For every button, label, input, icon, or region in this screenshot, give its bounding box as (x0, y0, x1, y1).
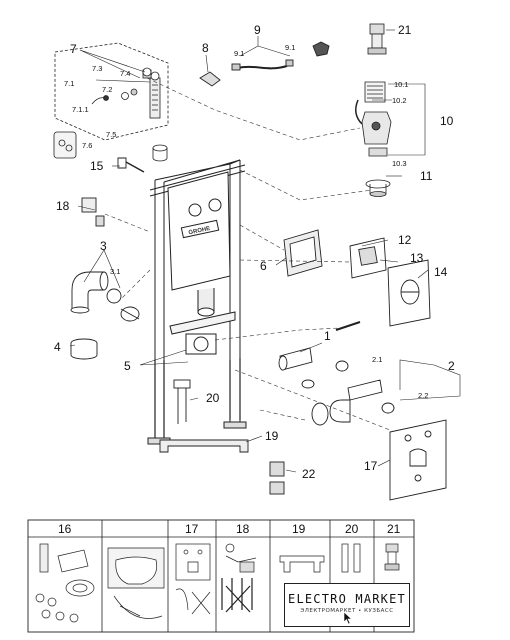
callout-10-1: 10.1 (394, 80, 409, 89)
callout-7-5: 7.5 (106, 130, 116, 139)
callout-2-1: 2.1 (372, 355, 382, 364)
callout-13: 13 (410, 251, 424, 265)
callout-19: 19 (265, 429, 279, 443)
callout-3-1: 3.1 (110, 267, 120, 276)
cell-16-parts (35, 543, 95, 623)
callout-6: 6 (260, 259, 267, 273)
callout-7: 7 (70, 42, 77, 56)
callout-7-4: 7.4 (120, 69, 130, 78)
cursor-icon (343, 611, 353, 625)
callout-7-6: 7.6 (82, 141, 92, 150)
logo-subtitle: ЭЛЕКТРОМАРКЕТ • КУЗБАСС (300, 608, 394, 614)
cell-20-parts (341, 543, 361, 573)
callout-1: 1 (324, 329, 331, 343)
leader-lines (69, 29, 461, 473)
guide-lines (104, 77, 391, 431)
callout-11: 11 (420, 169, 433, 183)
logo-title: ELECTRO MARKET (288, 592, 406, 606)
callout-21: 21 (398, 23, 412, 37)
callout-4: 4 (54, 340, 61, 354)
callout-12: 12 (398, 233, 412, 247)
accessories-table: 16 17 18 19 20 21 (27, 519, 415, 633)
callout-9-1a: 9.1 (234, 49, 244, 58)
table-header-20: 20 (345, 522, 359, 536)
callout-2-2: 2.2 (418, 391, 428, 400)
accessory-parts-group (81, 157, 447, 501)
callout-9: 9 (254, 23, 261, 37)
flush-valve-group (355, 23, 392, 197)
table-header-18: 18 (236, 522, 250, 536)
callout-15: 15 (90, 159, 104, 173)
callout-10-3: 10.3 (392, 159, 407, 168)
cell-17-parts (175, 543, 211, 615)
pipes-group (278, 321, 395, 426)
electro-market-logo: ELECTRO MARKET ЭЛЕКТРОМАРКЕТ • КУЗБАСС (284, 583, 410, 627)
table-header-19: 19 (292, 522, 306, 536)
callout-18: 18 (56, 199, 70, 213)
callout-3: 3 (100, 239, 107, 253)
cell-18-parts (221, 543, 257, 613)
cell-wc-illustration (107, 547, 165, 619)
elbow-group (70, 271, 140, 360)
callout-10-2: 10.2 (392, 96, 407, 105)
callout-labels: 7 7.3 7.4 7.1 7.2 7.1.1 7.5 7.6 8 9 9.1 … (54, 23, 455, 481)
svg-text:GROHE: GROHE (188, 226, 211, 236)
callout-10: 10 (440, 114, 454, 128)
callout-5: 5 (124, 359, 131, 373)
callout-9-1b: 9.1 (285, 43, 295, 52)
callout-2: 2 (448, 359, 455, 373)
callout-7-1: 7.1 (64, 79, 74, 88)
table-header-16: 16 (58, 522, 72, 536)
hose-group (199, 41, 330, 87)
callout-20: 20 (206, 391, 220, 405)
valve-assembly-group (53, 42, 169, 162)
callout-14: 14 (434, 265, 448, 279)
callout-7-3: 7.3 (92, 64, 102, 73)
callout-8: 8 (202, 41, 209, 55)
installation-frame: GROHE (147, 159, 247, 445)
panels-group (283, 229, 431, 327)
table-header-21: 21 (387, 522, 401, 536)
cell-19-parts (279, 555, 325, 573)
table-header-17: 17 (185, 522, 199, 536)
callout-7-2: 7.2 (102, 85, 112, 94)
callout-22: 22 (302, 467, 316, 481)
callout-7-1-1: 7.1.1 (72, 105, 89, 114)
callout-17: 17 (364, 459, 378, 473)
